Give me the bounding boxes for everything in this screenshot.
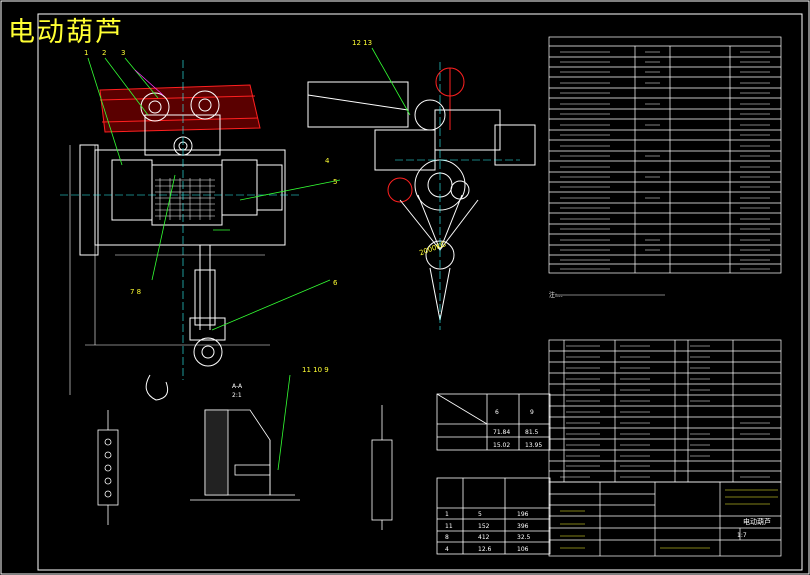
svg-text:412: 412 — [478, 534, 490, 541]
svg-text:152: 152 — [478, 523, 490, 530]
tech-parameter-table — [548, 36, 782, 274]
callout-11-10-9: 11 10 9 — [302, 366, 329, 374]
svg-text:12.6: 12.6 — [478, 546, 492, 553]
svg-text:4: 4 — [445, 546, 449, 553]
svg-text:81.5: 81.5 — [525, 429, 539, 436]
inner-frame — [37, 13, 803, 571]
callout-12-13: 12 13 — [352, 39, 372, 47]
pendant-right — [371, 405, 393, 530]
section-scale: 2:1 — [232, 392, 242, 399]
leader-lines-front — [87, 57, 341, 331]
svg-text:196: 196 — [517, 511, 529, 518]
svg-text:32.5: 32.5 — [517, 534, 531, 541]
svg-text:15.02: 15.02 — [493, 442, 510, 449]
callout-7-8: 7 8 — [130, 288, 141, 296]
drawing-title: 电动葫芦 — [8, 17, 124, 48]
notes-label: 注:... — [549, 291, 563, 299]
drawing-scale: 1:7 — [737, 532, 747, 539]
svg-text:71.84: 71.84 — [493, 429, 510, 436]
section-label: A-A — [232, 383, 243, 390]
title-block-yellow-text — [560, 489, 778, 549]
hoist-side-view — [307, 62, 536, 330]
callout-2: 2 — [102, 49, 106, 57]
hoist-front-view — [60, 60, 300, 401]
small-table-1 — [436, 393, 551, 451]
drawing-name: 电动葫芦 — [743, 517, 771, 526]
pendant-left — [97, 410, 119, 525]
bom-text-rows — [560, 345, 770, 478]
callout-6: 6 — [333, 279, 338, 287]
small-table-2 — [436, 477, 551, 555]
svg-text:106: 106 — [517, 546, 529, 553]
callout-4: 4 — [325, 157, 330, 165]
svg-text:6: 6 — [495, 409, 499, 416]
svg-text:8: 8 — [445, 534, 449, 541]
title-block — [548, 481, 782, 557]
svg-text:396: 396 — [517, 523, 529, 530]
bom-table — [548, 339, 782, 483]
svg-text:11: 11 — [445, 523, 453, 530]
svg-text:9: 9 — [530, 409, 534, 416]
section-detail — [190, 409, 300, 501]
callout-1: 1 — [84, 49, 88, 57]
svg-text:13.95: 13.95 — [525, 442, 542, 449]
svg-text:5: 5 — [478, 511, 482, 518]
tech-table-text-rows — [560, 51, 770, 270]
svg-text:1: 1 — [445, 511, 449, 518]
callout-5: 5 — [333, 178, 337, 186]
callout-3: 3 — [121, 49, 125, 57]
